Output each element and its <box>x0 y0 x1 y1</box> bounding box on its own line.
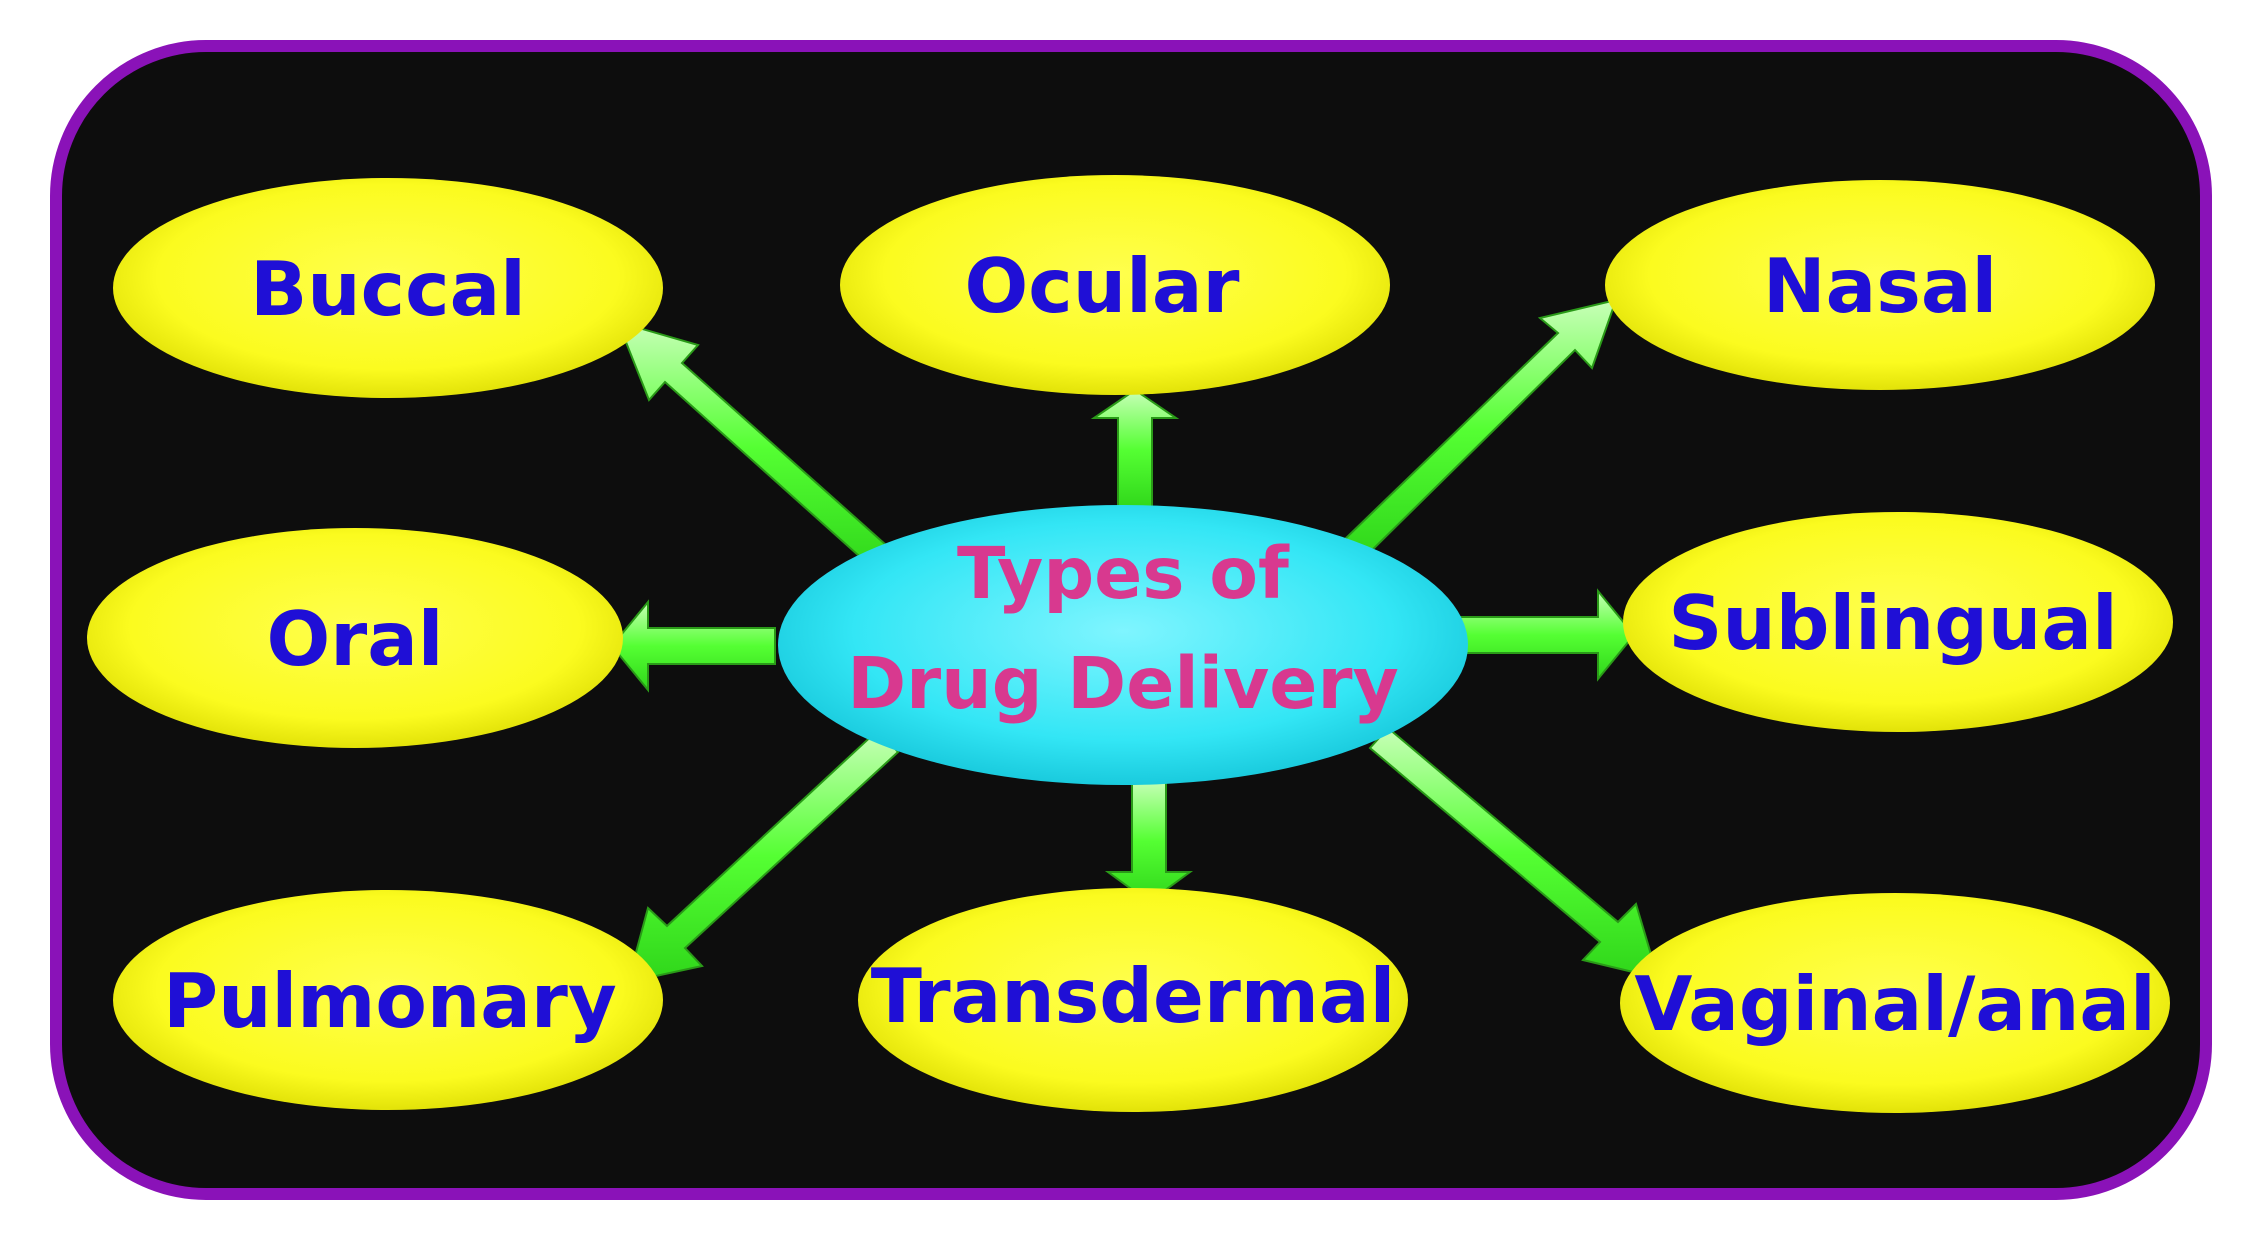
node-ocular: Ocular <box>840 175 1390 395</box>
node-label-buccal: Buccal <box>250 245 526 333</box>
node-label-nasal: Nasal <box>1763 242 1997 330</box>
center-label-line1: Types of <box>957 532 1290 615</box>
arrows <box>610 298 1660 984</box>
node-label-sublingual: Sublingual <box>1668 579 2117 667</box>
arrow-to-sublingual <box>1459 588 1636 682</box>
node-vaginal-anal: Vaginal/anal <box>1620 893 2170 1113</box>
arrow-to-pulmonary <box>626 728 900 984</box>
node-label-oral: Oral <box>266 595 443 683</box>
node-label-ocular: Ocular <box>965 242 1240 330</box>
center-node: Types of Drug Delivery <box>778 505 1468 785</box>
arrow-to-oral <box>610 599 776 693</box>
node-oral: Oral <box>87 528 623 748</box>
node-label-vaginal-anal: Vaginal/anal <box>1634 960 2155 1048</box>
node-label-transdermal: Transdermal <box>871 952 1396 1040</box>
node-buccal: Buccal <box>113 178 663 398</box>
node-sublingual: Sublingual <box>1623 512 2173 732</box>
arrow-to-buccal <box>616 320 897 575</box>
node-label-pulmonary: Pulmonary <box>163 957 617 1045</box>
arrow-to-nasal <box>1343 298 1618 561</box>
arrow-to-ocular <box>1090 388 1180 511</box>
node-nasal: Nasal <box>1605 180 2155 390</box>
arrow-to-vaginal-anal <box>1368 726 1660 980</box>
node-pulmonary: Pulmonary <box>113 890 663 1110</box>
center-label-line2: Drug Delivery <box>847 642 1399 725</box>
arrow-to-transdermal <box>1104 779 1194 904</box>
node-transdermal: Transdermal <box>858 888 1408 1112</box>
